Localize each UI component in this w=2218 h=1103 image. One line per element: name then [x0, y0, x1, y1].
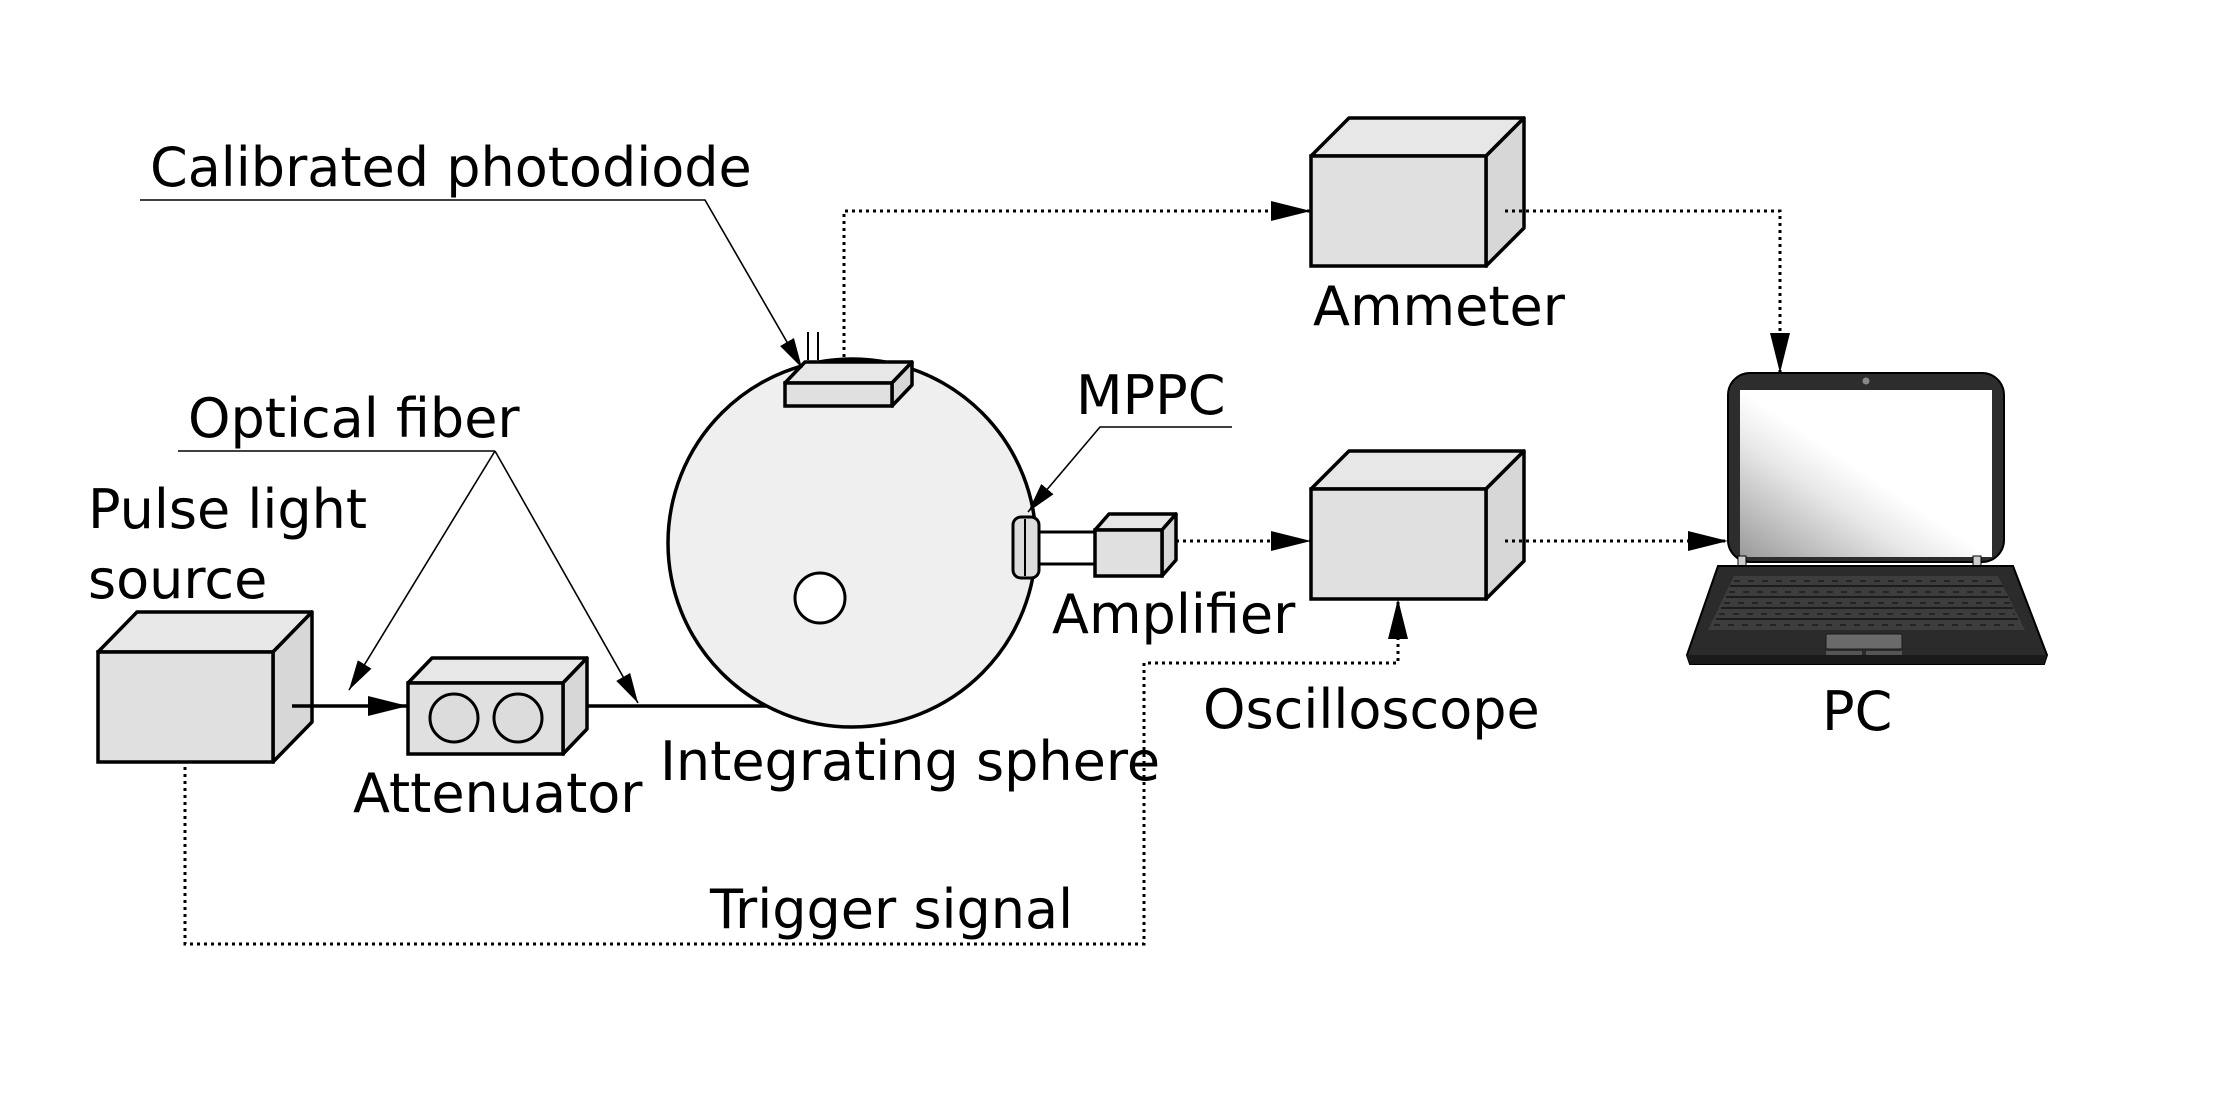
sphere-port — [793, 571, 847, 625]
line-ammeter-to-pc — [1505, 209, 1790, 373]
photodiode-leader — [140, 199, 803, 369]
oscilloscope-label: Oscilloscope — [1203, 678, 1540, 741]
calibrated-photodiode — [783, 332, 914, 408]
ammeter-label: Ammeter — [1313, 275, 1566, 338]
attenuator-dial-right — [492, 692, 544, 744]
line-photodiode-to-ammeter — [842, 201, 1311, 357]
trigger-signal-label: Trigger signal — [709, 878, 1073, 941]
pulse-light-source-box — [96, 610, 314, 764]
amplifier-box — [1093, 512, 1178, 578]
attenuator-box — [406, 656, 589, 756]
calibrated-photodiode-label: Calibrated photodiode — [150, 136, 752, 199]
laptop-icon — [1685, 372, 2049, 665]
line-trigger-signal — [183, 599, 1408, 946]
integrating-sphere — [666, 357, 1038, 729]
attenuator-dial-left — [428, 692, 480, 744]
pulse-light-source-label-line1: Pulse light — [88, 478, 367, 541]
mppc — [1011, 515, 1097, 580]
ammeter-box — [1309, 116, 1526, 268]
attenuator-label: Attenuator — [353, 762, 643, 825]
optical-fiber-label: Optical fiber — [188, 387, 520, 450]
optical-fiber-leader-right — [494, 450, 639, 704]
mppc-label: MPPC — [1076, 364, 1225, 427]
mppc-leader — [1027, 426, 1232, 513]
integrating-sphere-label: Integrating sphere — [660, 730, 1160, 793]
pulse-light-source-label-line2: source — [88, 548, 267, 611]
optical-fiber-leader-left — [348, 450, 496, 691]
oscilloscope-box — [1309, 449, 1526, 601]
pc-label: PC — [1822, 680, 1892, 743]
amplifier-label: Amplifier — [1052, 583, 1296, 646]
